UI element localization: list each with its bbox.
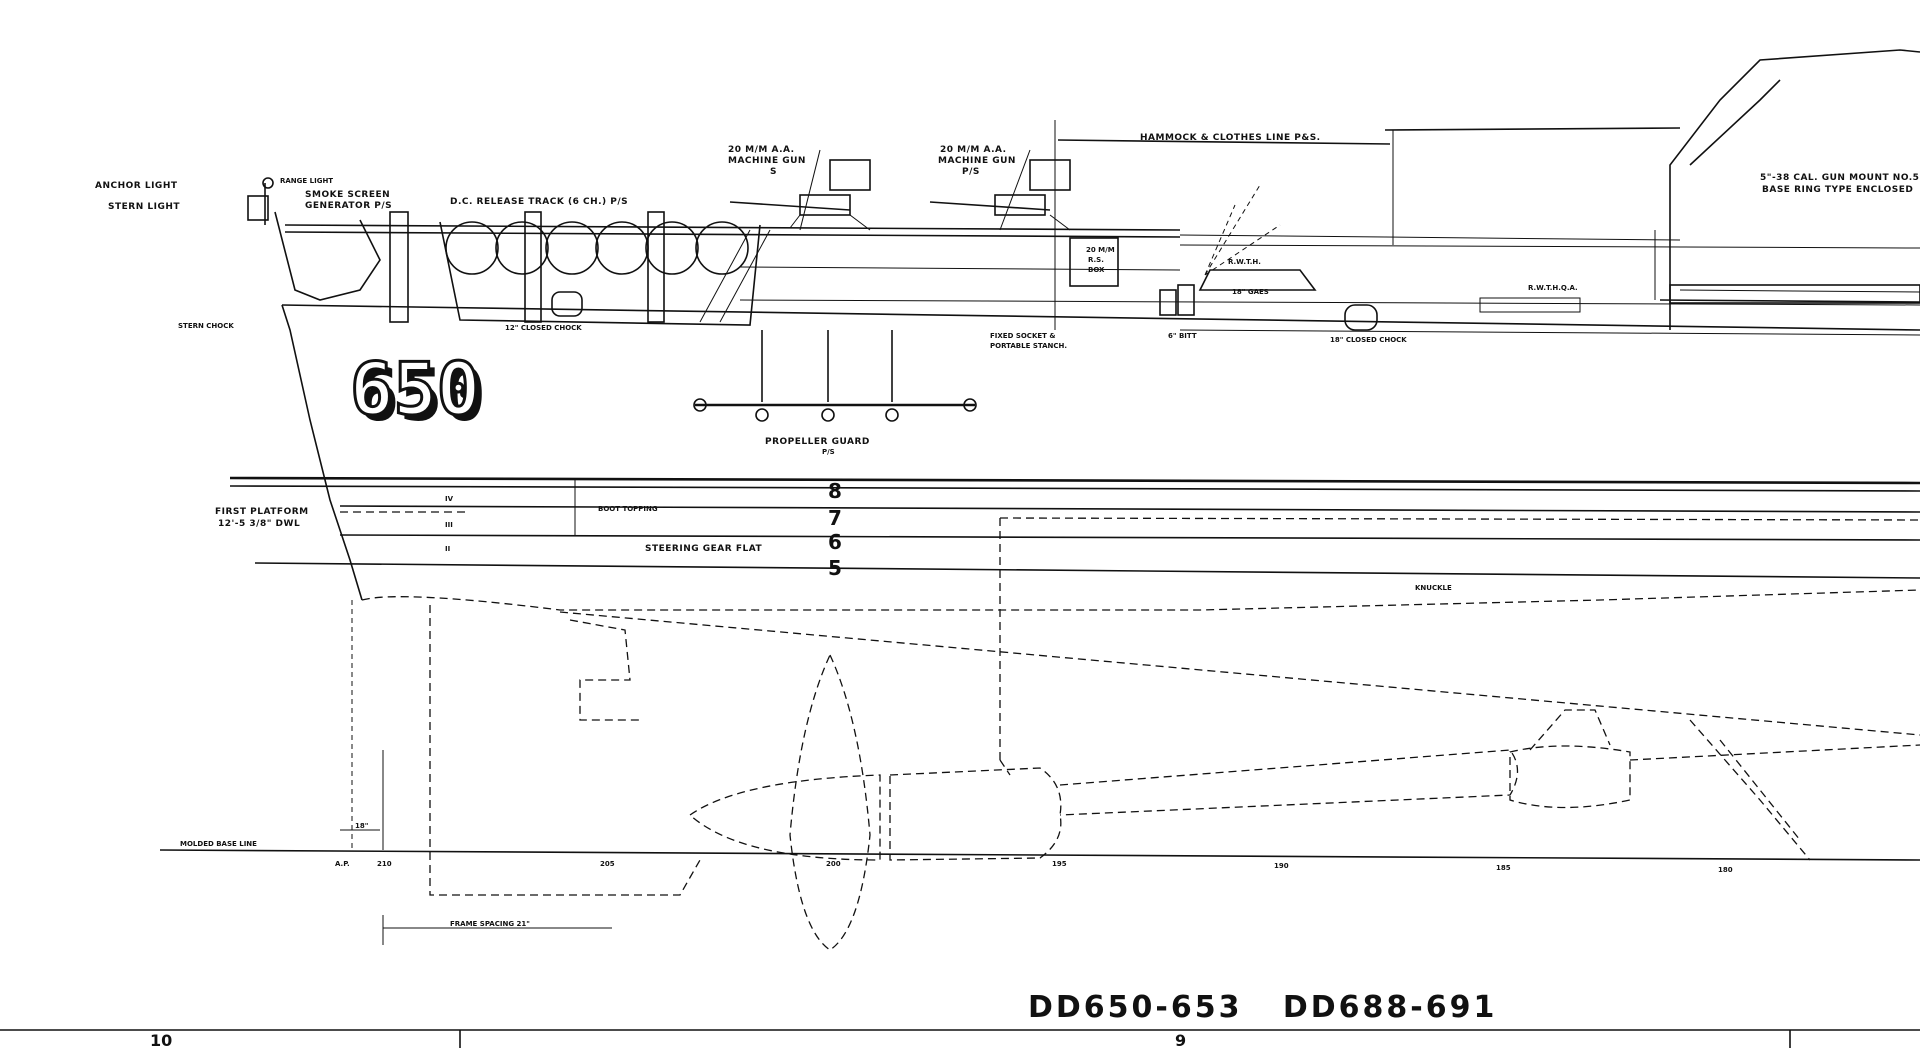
hammock-line-label: HAMMOCK & CLOTHES LINE P&S. (1140, 133, 1321, 143)
gun-mount-line2: BASE RING TYPE ENCLOSED (1762, 185, 1913, 195)
hull-outline (159, 304, 1920, 896)
knuckle-label: KNUCKLE (1415, 584, 1452, 592)
frame-label: 180 (1718, 866, 1733, 874)
stern-chock-label: STERN CHOCK (178, 322, 234, 330)
closed-chock-18-label: 18" CLOSED CHOCK (1330, 336, 1407, 344)
hull-number: 650 (350, 347, 480, 431)
deck-number: 5 (828, 556, 842, 580)
stern-light-label: STERN LIGHT (108, 202, 180, 212)
dimensions (340, 480, 612, 945)
gun-mount-5 (1659, 49, 1920, 330)
annotations: ANCHOR LIGHT STERN LIGHT RANGE LIGHT SMO… (95, 133, 1919, 1048)
zone-number-right: 9 (1175, 1031, 1186, 1048)
machine-gun-stbd (929, 149, 1071, 231)
range-light-label: RANGE LIGHT (280, 177, 333, 185)
frame-label: A.P. (335, 860, 350, 868)
propeller-guard (693, 330, 977, 422)
ready-box-line1: 20 M/M (1086, 246, 1115, 254)
roman-level: II (445, 545, 450, 553)
gaes-label: 18" GAES (1232, 288, 1269, 296)
deck-number: 6 (828, 530, 842, 554)
frame-label: 210 (377, 860, 392, 868)
mg-stbd-line2: MACHINE GUN (938, 156, 1016, 166)
boot-topping-label: BOOT TOPPING (598, 505, 658, 513)
steering-gear-flat-label: STEERING GEAR FLAT (645, 544, 762, 554)
roman-level: III (445, 521, 453, 529)
frame-label: 200 (826, 860, 841, 868)
mg-port-line3: S (770, 167, 777, 177)
first-platform-line1: FIRST PLATFORM (215, 507, 309, 517)
main-deck-structure (247, 120, 1920, 336)
drawing-title: DD650-653 DD688-691 (1028, 990, 1497, 1025)
first-platform-line2: 12'-5 3/8" DWL (218, 519, 300, 529)
machine-gun-port (729, 149, 871, 231)
frame-spacing-label: FRAME SPACING 21" (450, 920, 530, 928)
mg-stbd-line1: 20 M/M A.A. (940, 145, 1007, 155)
waterlines (229, 476, 1920, 579)
anchor-light-label: ANCHOR LIGHT (95, 181, 178, 191)
molded-base-line-label: MOLDED BASE LINE (180, 840, 257, 848)
bitt-label: 6" BITT (1168, 332, 1197, 340)
mg-port-line2: MACHINE GUN (728, 156, 806, 166)
rwth-label: R.W.T.H. (1228, 258, 1261, 266)
propeller-guard-line2: P/S (822, 448, 835, 456)
mg-port-line1: 20 M/M A.A. (728, 145, 795, 155)
fixed-socket-line1: FIXED SOCKET & (990, 332, 1055, 340)
dim-18-label: 18" (355, 822, 368, 830)
smoke-generator-label: GENERATOR P/S (305, 201, 392, 211)
frame-label: 195 (1052, 860, 1067, 868)
deck-number: 7 (828, 506, 842, 530)
frame-label: 190 (1274, 862, 1289, 870)
propeller-guard-line1: PROPELLER GUARD (765, 437, 870, 447)
ready-box-line3: BOX (1088, 266, 1105, 274)
dc-release-track-label: D.C. RELEASE TRACK (6 CH.) P/S (450, 197, 628, 207)
mg-stbd-line3: P/S (962, 167, 980, 177)
frame-label: 205 (600, 860, 615, 868)
fixed-socket-line2: PORTABLE STANCH. (990, 342, 1067, 350)
propeller-shaft (688, 653, 1920, 951)
closed-chock-12-label: 12" CLOSED CHOCK (505, 324, 582, 332)
zone-number-left: 10 (150, 1031, 172, 1048)
title-block (0, 1029, 1920, 1048)
gun-mount-line1: 5"-38 CAL. GUN MOUNT NO.5 (1760, 173, 1919, 183)
rwthqa-label: R.W.T.H.Q.A. (1528, 284, 1578, 292)
frame-label: 185 (1496, 864, 1511, 872)
deck-number: 8 (828, 479, 842, 503)
smoke-screen-label: SMOKE SCREEN (305, 190, 390, 200)
ready-box-line2: R.S. (1088, 256, 1104, 264)
hull-number-shadow: 650 (356, 353, 486, 437)
roman-level: IV (445, 495, 454, 503)
